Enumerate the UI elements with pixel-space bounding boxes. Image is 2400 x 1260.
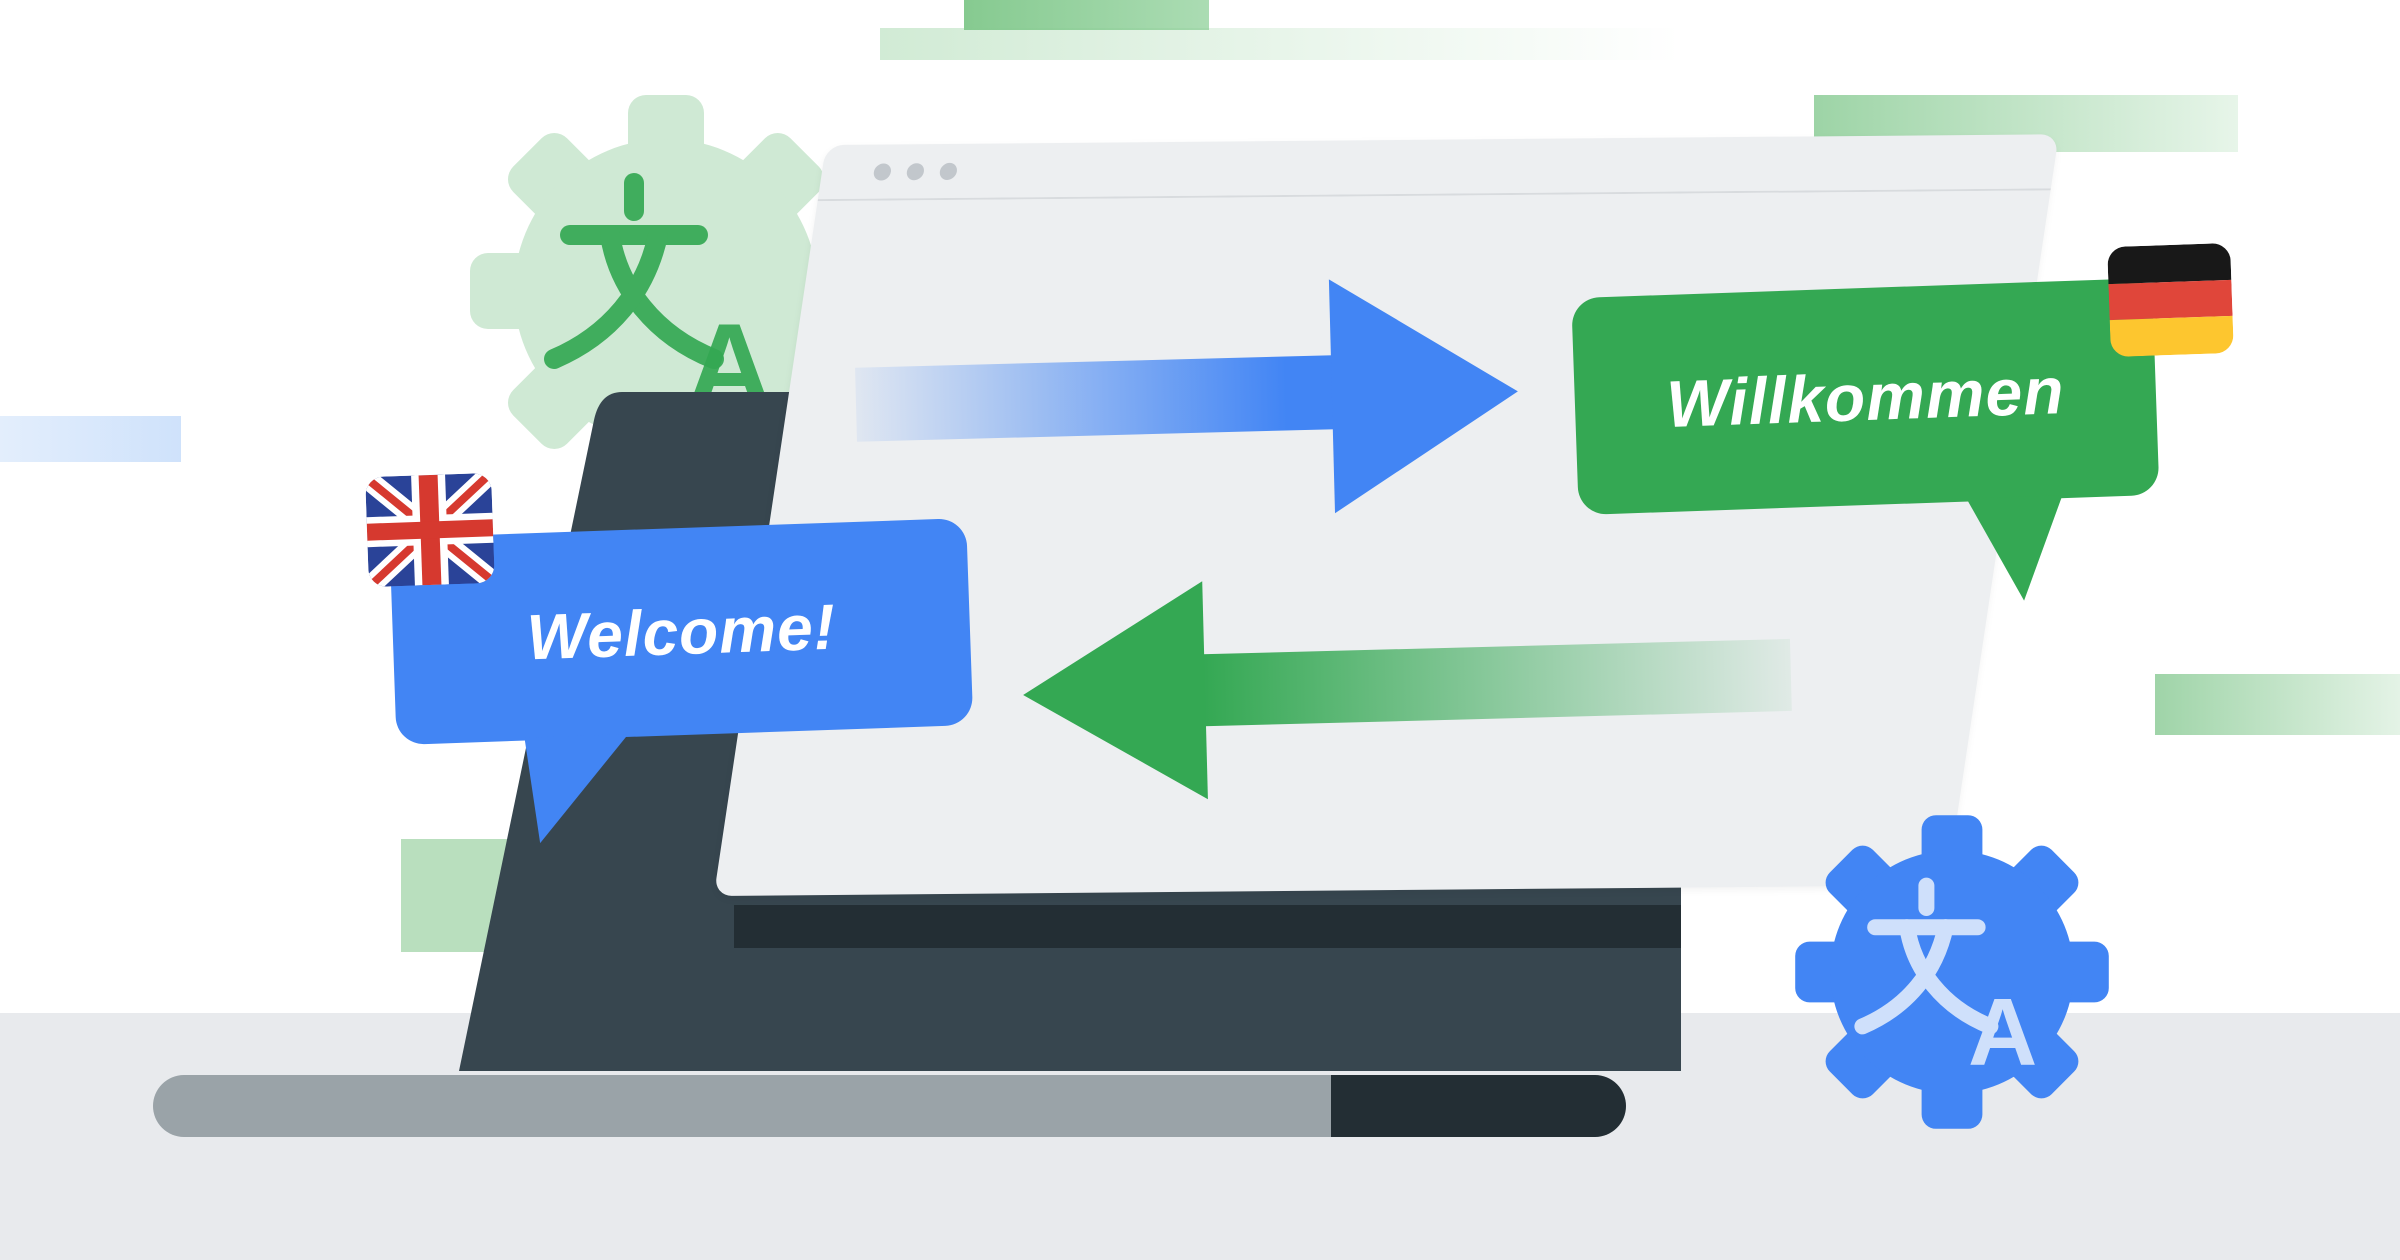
arrow-left-icon xyxy=(1023,581,1792,800)
original-text: Welcome! xyxy=(525,590,838,673)
uk-flag-icon xyxy=(365,472,495,588)
wen-glyph-icon xyxy=(544,173,724,369)
speech-bubble-tail xyxy=(1966,495,2063,601)
window-control-dot xyxy=(872,162,893,181)
decor-strip-left-blue xyxy=(0,416,181,462)
laptop-hinge xyxy=(734,905,1681,948)
laptop-base-dark xyxy=(1331,1075,1626,1137)
flag-stripe-black xyxy=(2107,242,2232,284)
wen-glyph-icon xyxy=(1854,877,1999,1035)
speech-bubble-english: Welcome! xyxy=(389,518,977,868)
decor-strip-right-green xyxy=(2155,674,2400,735)
translate-gear-blue-icon: A xyxy=(1795,815,2109,1129)
laptop-base xyxy=(153,1075,1331,1137)
speech-bubble-body: Willkommen xyxy=(1571,277,2160,516)
window-titlebar xyxy=(817,134,2059,202)
arrow-right-icon xyxy=(855,279,1518,514)
speech-bubble-german: Willkommen xyxy=(1571,277,2164,638)
decor-strip-top-pale xyxy=(880,28,1680,60)
window-control-dot xyxy=(938,162,959,180)
speech-bubble-tail xyxy=(524,733,629,844)
letter-a-glyph: A xyxy=(1968,979,2037,1086)
flag-stripe-red xyxy=(2108,279,2233,321)
decor-strip-top-green xyxy=(964,0,1209,30)
german-flag-icon xyxy=(2107,242,2234,358)
translated-text: Willkommen xyxy=(1665,352,2066,441)
window-control-dot xyxy=(905,162,926,180)
flag-stripe-gold xyxy=(2109,316,2234,358)
